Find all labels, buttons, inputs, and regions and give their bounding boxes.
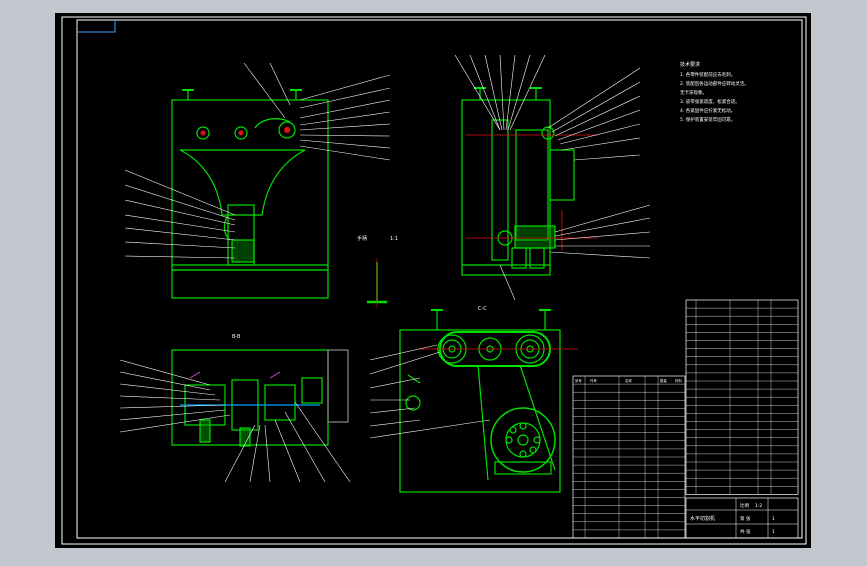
inner-frame: [76, 19, 803, 539]
sheet-label: 第 张: [740, 515, 751, 522]
front-cutting-head: [179, 149, 306, 216]
top-view: B-B: [119, 334, 351, 483]
handle-detail: 手柄 1:1: [357, 235, 398, 308]
belt-section-label: C-C: [478, 306, 487, 312]
bom-header-cell: 材料: [675, 378, 682, 383]
bom-header-cell: 代号: [590, 378, 597, 383]
tech-requirements-title: 技术要求: [680, 61, 700, 68]
bom-header-cell: 数量: [660, 378, 667, 383]
front-base: [171, 269, 329, 299]
total-label: 共 张: [740, 528, 751, 535]
corner-mark: [77, 20, 116, 33]
front-view: [171, 89, 329, 299]
tech-requirement-line: 1. 各零件装配前应去毛刺。: [680, 71, 735, 78]
top-view-label: B-B: [232, 334, 241, 340]
side-view: [461, 87, 575, 276]
tech-requirement-line: 4. 各紧固件应拧紧无松动。: [680, 107, 735, 114]
tech-requirement-line: 2. 装配后各运动部件应转动灵活。: [680, 80, 749, 87]
bom-header-cell: 名称: [625, 378, 632, 383]
drawing-name: 水平切割机: [690, 515, 715, 522]
bom-table-right: [685, 299, 799, 495]
belt-section-view: C-C: [369, 306, 578, 493]
side-view-leaders: [454, 54, 651, 301]
front-view-leaders: [124, 62, 391, 259]
scale-label: 比例: [740, 502, 749, 509]
tech-requirement-line: 3. 皮带张紧适度，松紧合适。: [680, 98, 740, 105]
handle-caption: 手柄: [357, 235, 367, 242]
total-value: 1: [772, 529, 775, 535]
sheet-value: 1: [772, 516, 775, 522]
tech-requirement-line: 5. 保护装置安装牢固可靠。: [680, 116, 735, 123]
bom-header-cell: 序号: [575, 378, 582, 383]
title-block: 水平切割机 比例 1:2 第 张 1 共 张 1: [685, 497, 799, 539]
outer-frame: [61, 16, 807, 545]
scale-value: 1:2: [755, 503, 762, 509]
handle-scale: 1:1: [390, 236, 398, 242]
bom-table-left: 序号 代号 名称 数量 材料: [572, 375, 686, 539]
tech-requirements: 技术要求 1. 各零件装配前应去毛刺。 2. 装配后各运动部件应转动灵活。 无卡滞…: [680, 61, 749, 123]
tech-requirement-line: 无卡滞现象。: [680, 89, 707, 96]
